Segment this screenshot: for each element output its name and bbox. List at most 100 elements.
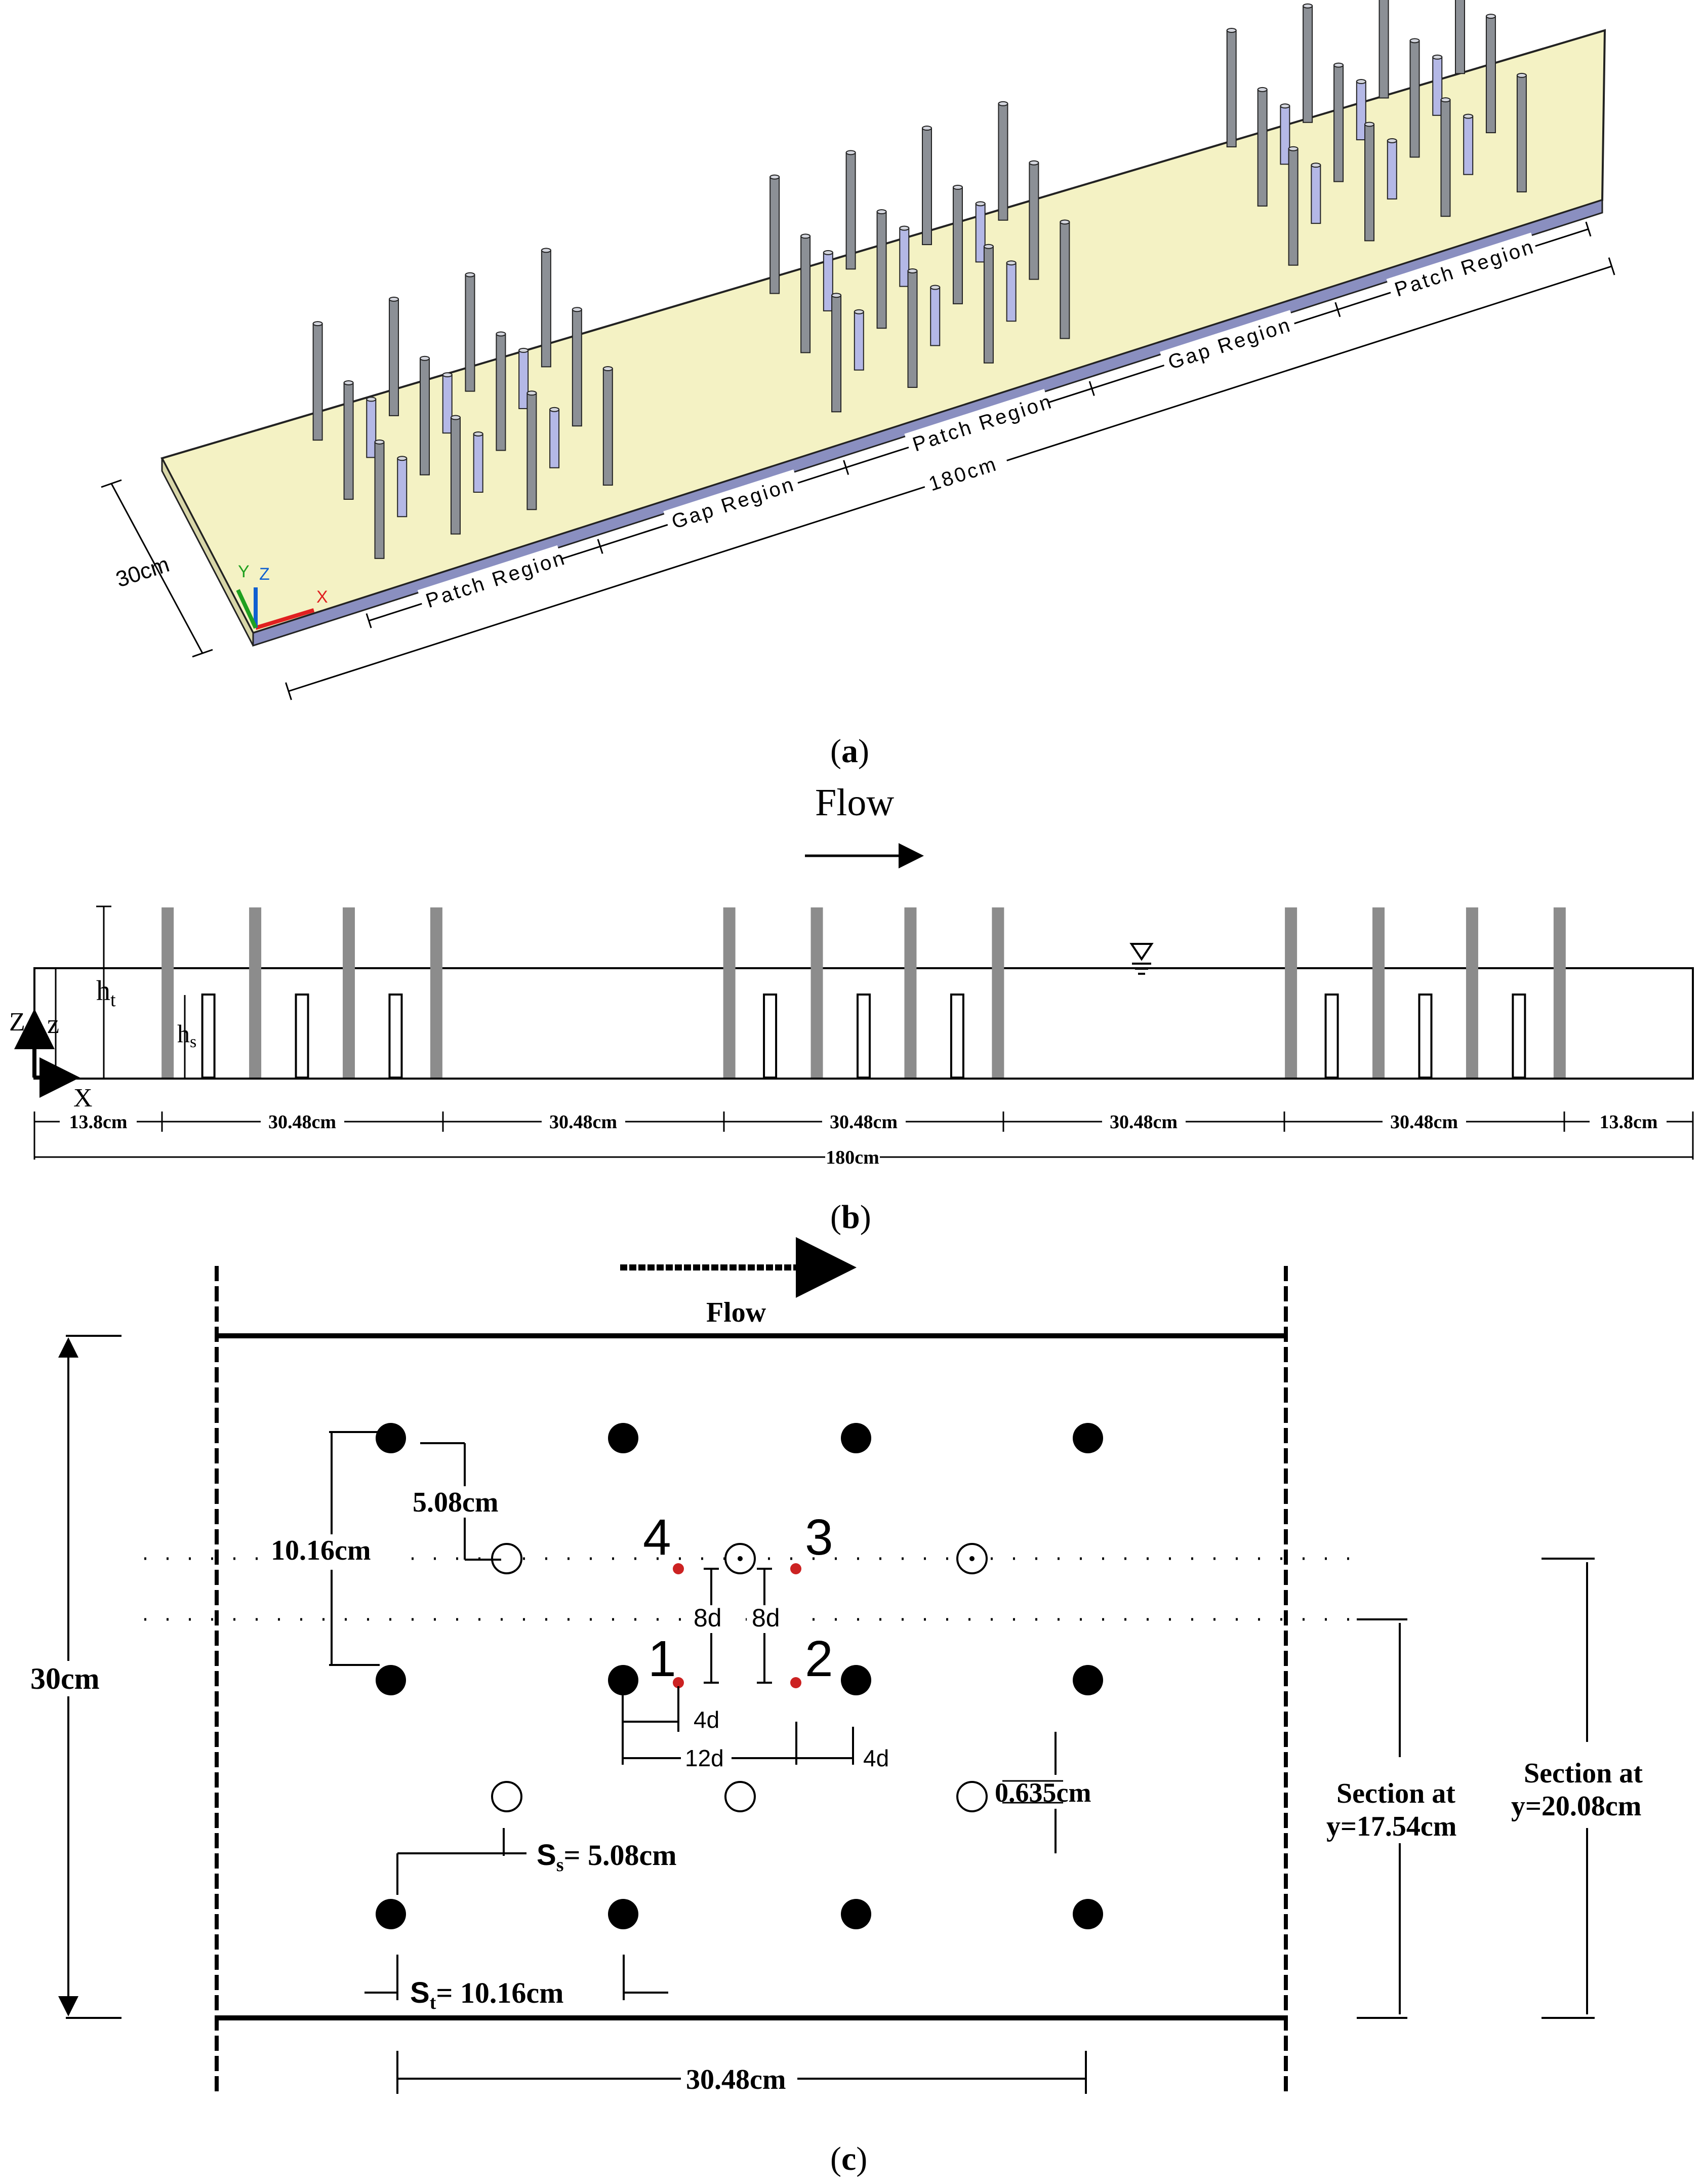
short-cylinder [930, 287, 941, 346]
cylinder-top [465, 272, 475, 277]
diameter-label: 0.635cm [995, 1777, 1091, 1808]
short-cylinder-circle [491, 1781, 522, 1812]
st-label: St= 10.16cm [410, 1976, 563, 2013]
eight-d-right: 8d [752, 1604, 780, 1632]
cylinder-top [1280, 103, 1290, 109]
tall-cylinder [998, 103, 1008, 221]
short-cylinder [549, 409, 560, 468]
point-label-2: 2 [805, 1631, 833, 1687]
tall-cylinder [1409, 40, 1420, 158]
short-cylinder [1463, 115, 1474, 175]
flow-label-c: Flow [706, 1297, 766, 1328]
measurement-points: 4 3 1 2 [643, 1509, 833, 1688]
axis-z-label: Z [259, 565, 270, 584]
segment-label-1: 13.8cm [69, 1111, 127, 1133]
tall-cylinder [1226, 30, 1237, 148]
tall-cylinder-dot [376, 1899, 406, 1929]
cylinder-top [1226, 28, 1237, 33]
cylinder-top [419, 355, 430, 361]
short-rod [763, 994, 778, 1079]
tall-cylinder [952, 186, 963, 304]
tall-cylinder [541, 250, 551, 368]
tall-cylinder [845, 152, 856, 270]
twelve-d-label: 12d [685, 1745, 724, 1771]
short-cylinder-circle [956, 1781, 988, 1812]
cylinder-top [1432, 54, 1443, 60]
tall-rod [904, 907, 917, 1078]
cylinder-top [1485, 14, 1496, 19]
tall-rod [1285, 907, 1297, 1078]
cylinder-top [1311, 163, 1321, 168]
cylinder-top [526, 390, 537, 396]
short-cylinder-circle [724, 1781, 756, 1812]
cylinder-top [1303, 3, 1313, 9]
cylinder-top [845, 150, 856, 155]
tall-cylinder [526, 392, 537, 510]
cylinder-top [541, 248, 551, 253]
tall-cylinder [1364, 124, 1375, 242]
cylinder-top [854, 309, 864, 314]
tall-cylinder-dot [376, 1423, 406, 1453]
tall-rod [723, 907, 736, 1078]
cylinder-top [1463, 113, 1474, 119]
cylinder-top [1387, 138, 1397, 143]
eight-d-left: 8d [694, 1604, 722, 1632]
tall-cylinder-dot [841, 1899, 871, 1929]
spacing-5-label: 5.08cm [413, 1487, 499, 1518]
tall-cylinder [831, 295, 842, 413]
center-dot [969, 1556, 975, 1561]
tall-cylinder-dot [1073, 1899, 1103, 1929]
tall-cylinder [769, 176, 780, 294]
tall-cylinder [419, 358, 430, 475]
tall-rod [161, 907, 174, 1078]
tall-cylinder [1288, 148, 1299, 266]
tall-cylinder [374, 441, 385, 559]
segment-label-7: 13.8cm [1599, 1111, 1657, 1133]
axis-triad: X Y Z [236, 562, 328, 630]
short-cylinder [473, 433, 483, 493]
total-length-b: 180cm [826, 1147, 879, 1168]
tall-rod [1466, 907, 1478, 1078]
tall-rod [342, 907, 355, 1078]
short-cylinder [1006, 262, 1017, 322]
cylinder-top [998, 101, 1008, 106]
tall-cylinder [1516, 74, 1527, 192]
tall-cylinder-dot [841, 1423, 871, 1453]
ht-label: ht [96, 975, 116, 1011]
cylinder-top [450, 415, 461, 420]
short-rod [388, 994, 403, 1079]
short-cylinder [397, 458, 408, 518]
tall-cylinder [800, 235, 811, 353]
tall-cylinder [1303, 5, 1313, 123]
cylinder-top [397, 456, 408, 461]
cylinder-top [899, 225, 910, 231]
short-rod [857, 994, 871, 1079]
cylinder-top [975, 201, 986, 207]
tall-cylinder-dot [1073, 1423, 1103, 1453]
four-d-label-1: 4d [694, 1706, 719, 1733]
cylinder-array [312, 0, 1527, 559]
cylinder-top [823, 250, 833, 255]
cylinder-top [1516, 72, 1527, 78]
segment-label-4: 30.48cm [830, 1111, 898, 1133]
tall-cylinder [1454, 0, 1465, 74]
cylinder-top [1333, 62, 1344, 68]
point-label-3: 3 [805, 1509, 833, 1566]
tall-rod [1553, 907, 1566, 1078]
cylinder-top [769, 174, 780, 180]
segment-dimension-row: 13.8cm 30.48cm 30.48cm 30.48cm 30.48cm 3… [33, 1111, 1694, 1160]
tall-cylinder-dot [1073, 1665, 1103, 1695]
four-d-label-2: 4d [863, 1745, 889, 1771]
tall-cylinder [1378, 0, 1389, 99]
cylinder-top [1440, 97, 1451, 103]
tall-cylinder [602, 368, 613, 486]
cylinder-top [366, 396, 377, 402]
cylinder-top [496, 331, 506, 337]
cylinder-top [907, 268, 918, 273]
cylinder-top [473, 431, 483, 437]
hs-label: hs [177, 1019, 196, 1051]
cylinder-top [1409, 38, 1420, 44]
tall-cylinder [922, 128, 932, 246]
axis-y-label: Y [238, 562, 250, 581]
tall-cylinder [876, 211, 887, 329]
